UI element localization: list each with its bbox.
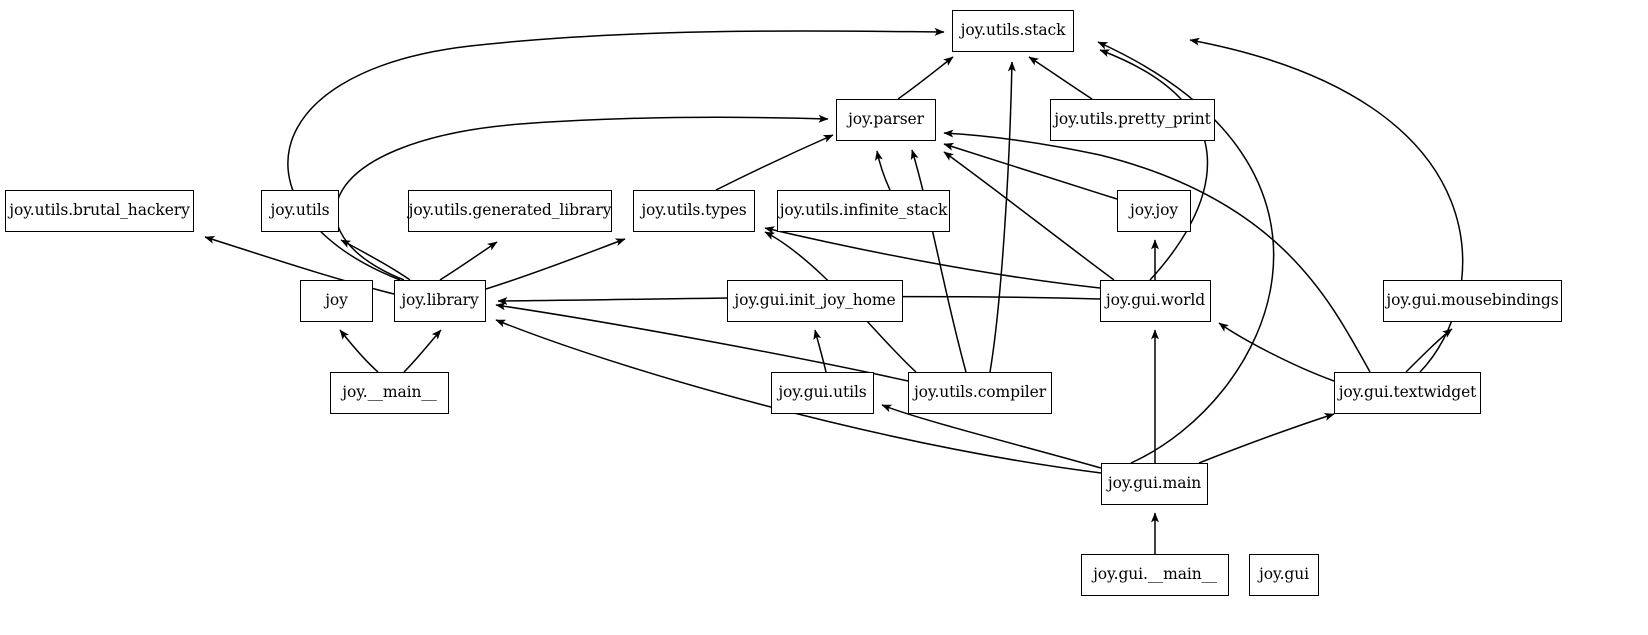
edge-gui-world-to-joy-utils-stack — [1099, 49, 1209, 281]
node-joy-gui-main[interactable]: joy.gui.main — [1101, 463, 1208, 505]
edge-gui-utils-to-init-joy-home — [813, 329, 827, 373]
node-joy[interactable]: joy — [300, 280, 373, 322]
node-joy-gui-textwidget[interactable]: joy.gui.textwidget — [1334, 372, 1481, 414]
node-label: joy.utils.types — [641, 201, 747, 220]
node-joy-gui[interactable]: joy.gui — [1249, 554, 1319, 596]
node-joy-utils-generated-library[interactable]: joy.utils.generated_library — [408, 190, 612, 232]
node-label: joy.gui.textwidget — [1338, 383, 1477, 402]
edge-compiler-to-joy-library — [495, 302, 909, 382]
edge-joy-library-to-generated-library — [439, 241, 498, 281]
node-joy-utils-brutal-hackery[interactable]: joy.utils.brutal_hackery — [5, 190, 194, 232]
edge-gui-main-to-textwidget — [1198, 413, 1335, 464]
node-joy-gui-init-joy-home[interactable]: joy.gui.init_joy_home — [727, 280, 903, 322]
edge-pretty-print-to-joy-utils-stack — [1028, 56, 1093, 100]
node-label: joy — [325, 291, 348, 310]
edge-joy-library-to-joy-utils — [340, 239, 411, 281]
edge-joy-utils-types-to-joy-parser — [715, 134, 834, 191]
node-joy-utils-stack[interactable]: joy.utils.stack — [952, 10, 1074, 52]
edge-textwidget-to-joy-parser — [943, 129, 1371, 373]
node-label: joy.gui.__main__ — [1093, 565, 1217, 584]
node-label: joy.utils.stack — [960, 21, 1066, 40]
node-joy-utils-compiler[interactable]: joy.utils.compiler — [908, 372, 1052, 414]
edge-joy-library-to-joy-parser — [334, 114, 829, 281]
edge-textwidget-to-mousebindings — [1405, 328, 1453, 373]
edge-gui-main-to-gui-utils — [881, 404, 1102, 469]
edge-compiler-to-joy-parser — [910, 149, 967, 373]
node-label: joy.library — [401, 291, 479, 310]
node-label: joy.joy — [1130, 201, 1178, 220]
node-joy-gui-dunder-main[interactable]: joy.gui.__main__ — [1081, 554, 1229, 596]
node-label: joy.__main__ — [342, 383, 437, 402]
node-joy-utils-infinite-stack[interactable]: joy.utils.infinite_stack — [777, 190, 950, 232]
edge-gui-main-to-joy-library — [495, 319, 1102, 474]
edge-gui-world-to-joy-parser — [943, 151, 1115, 281]
edge-infinite-stack-to-joy-parser — [874, 150, 891, 191]
node-joy-joy[interactable]: joy.joy — [1117, 190, 1191, 232]
node-label: joy.utils.generated_library — [408, 201, 612, 220]
node-joy-gui-mousebindings[interactable]: joy.gui.mousebindings — [1383, 280, 1562, 322]
node-label: joy.parser — [848, 110, 924, 129]
edge-joy-main-to-joy-library — [403, 329, 442, 373]
edge-joy-parser-to-joy-utils-stack — [897, 56, 954, 100]
node-label: joy.gui.init_joy_home — [734, 291, 896, 310]
node-label: joy.gui — [1259, 565, 1309, 584]
node-label: joy.utils — [270, 201, 330, 220]
node-label: joy.gui.mousebindings — [1386, 291, 1559, 310]
node-label: joy.utils.compiler — [913, 383, 1047, 402]
edge-joy-joy-to-joy-parser — [943, 142, 1118, 200]
node-label: joy.gui.world — [1105, 291, 1206, 310]
edge-textwidget-to-joy-utils-stack — [1189, 37, 1464, 373]
node-joy-parser[interactable]: joy.parser — [836, 99, 936, 141]
node-label: joy.gui.utils — [778, 383, 867, 402]
edge-gui-world-to-joy-utils-types — [764, 226, 1101, 289]
node-label: joy.utils.infinite_stack — [779, 201, 948, 220]
edge-textwidget-to-gui-world — [1218, 322, 1335, 382]
node-label: joy.utils.brutal_hackery — [9, 201, 190, 220]
node-joy-gui-utils[interactable]: joy.gui.utils — [771, 372, 874, 414]
edge-joy-main-to-joy — [339, 329, 379, 373]
node-joy-utils[interactable]: joy.utils — [261, 190, 339, 232]
node-joy-library[interactable]: joy.library — [394, 280, 486, 322]
node-label: joy.utils.pretty_print — [1054, 110, 1211, 129]
node-joy-utils-types[interactable]: joy.utils.types — [633, 190, 755, 232]
edge-compiler-to-joy-utils-stack — [989, 61, 1016, 373]
node-label: joy.gui.main — [1107, 474, 1202, 493]
node-joy-dunder-main[interactable]: joy.__main__ — [330, 372, 449, 414]
edge-joy-library-to-joy-utils-types — [485, 238, 626, 290]
node-joy-utils-pretty-print[interactable]: joy.utils.pretty_print — [1050, 99, 1215, 141]
node-joy-gui-world[interactable]: joy.gui.world — [1100, 280, 1211, 322]
